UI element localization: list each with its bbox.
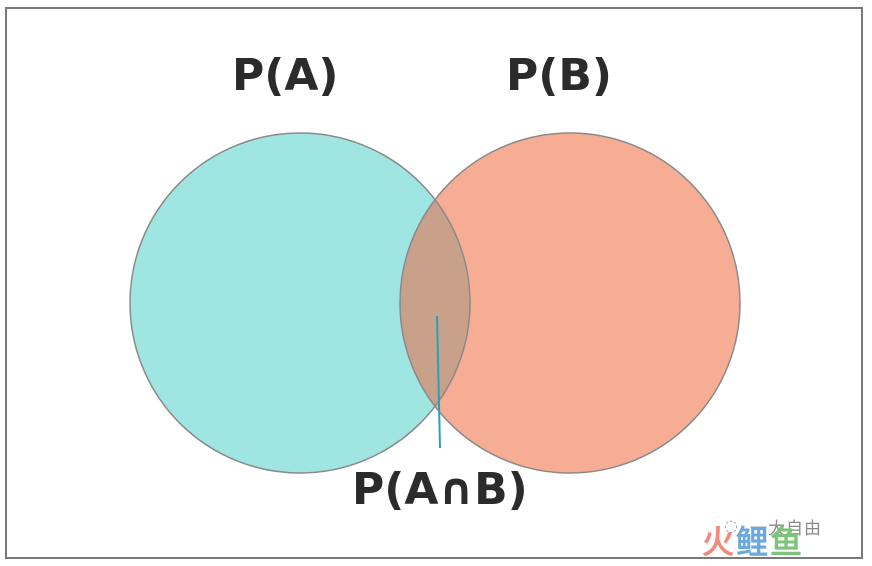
label-set-a: P(A)	[232, 50, 339, 101]
label-intersection: P(A∩B)	[352, 464, 528, 515]
circle-set-b-outline	[399, 132, 741, 474]
label-set-b: P(B)	[506, 50, 613, 101]
watermark-logo-text: 火鲤鱼	[702, 526, 804, 558]
watermark-char-3: 鱼	[770, 523, 805, 561]
watermark-char-1: 火	[702, 523, 737, 561]
circle-set-b	[400, 133, 740, 473]
watermark-small-text: 一大自由	[750, 519, 822, 539]
intersection-pointer-line	[436, 315, 441, 449]
circle-set-a-outline	[129, 132, 471, 474]
watermark: ◌ 一大自由 火鲤鱼	[700, 512, 860, 558]
chat-bubble-icon: ◌	[724, 516, 738, 535]
watermark-char-2: 鲤	[736, 523, 771, 561]
circle-set-a	[130, 133, 470, 473]
